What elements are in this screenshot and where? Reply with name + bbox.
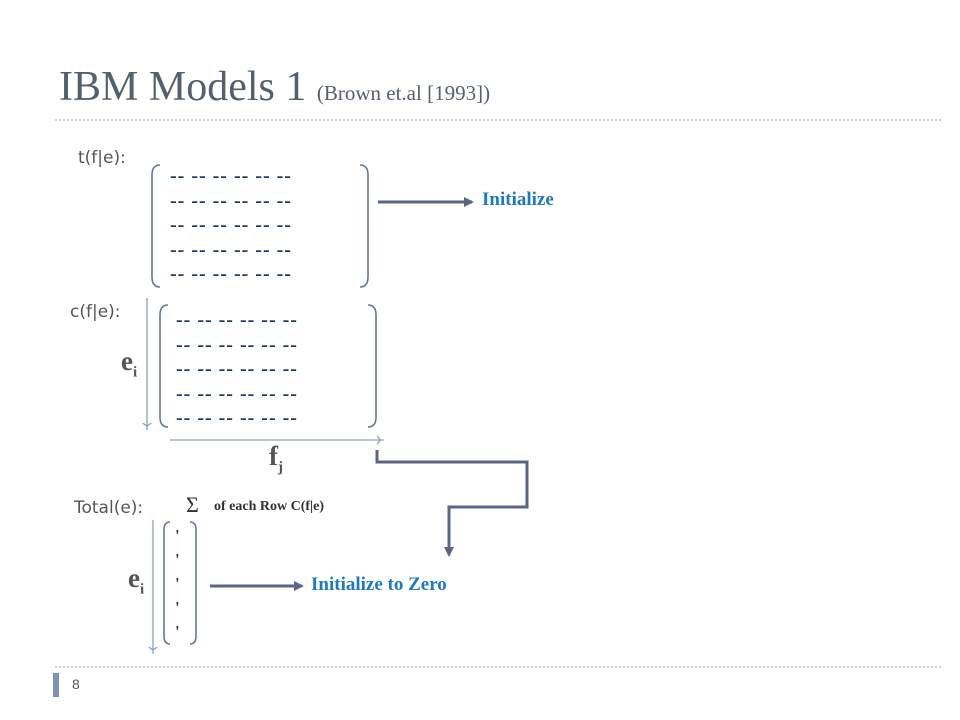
t-matrix-row: -- -- -- -- -- --: [170, 189, 292, 212]
f-letter: f: [269, 441, 278, 471]
title-citation: (Brown et.al [1993]): [316, 81, 491, 105]
total-column-mark: ': [175, 574, 180, 593]
slide-title: IBM Models 1 (Brown et.al [1993]): [59, 62, 490, 118]
title-main: IBM Models 1: [59, 64, 307, 110]
total-column-mark: ': [175, 622, 180, 641]
e-letter: e: [121, 346, 133, 376]
c-matrix-row: -- -- -- -- -- --: [176, 333, 298, 356]
page-number: 8: [72, 676, 80, 692]
total-column: ' ' ' ' ': [175, 524, 180, 644]
c-matrix: -- -- -- -- -- -- -- -- -- -- -- -- -- -…: [176, 308, 298, 431]
t-matrix-left-bracket: [151, 164, 161, 288]
total-label: Total(e):: [74, 498, 144, 518]
e-subscript: i: [132, 364, 138, 381]
t-matrix-row: -- -- -- -- -- --: [170, 238, 292, 261]
c-matrix-row: -- -- -- -- -- --: [176, 309, 298, 331]
t-matrix-right-bracket: [359, 164, 369, 288]
c-matrix-row: -- -- -- -- -- --: [176, 382, 298, 405]
t-matrix-row: -- -- -- -- -- --: [170, 214, 292, 236]
f-subscript: j: [278, 459, 283, 476]
e-letter: e: [128, 563, 140, 593]
initialize-label: Initialize: [482, 189, 554, 210]
c-matrix-left-bracket: [159, 304, 169, 428]
ei-label-c: ei: [121, 346, 137, 381]
c-matrix-row: -- -- -- -- -- --: [176, 407, 298, 429]
total-column-mark: ': [175, 598, 180, 617]
c-matrix-right-bracket: [367, 304, 377, 428]
sum-description: of each Row C(f|e): [214, 499, 324, 515]
bullet-bar: [53, 673, 59, 697]
c-matrix-row: -- -- -- -- -- --: [176, 358, 298, 380]
sigma-symbol: Σ: [186, 492, 199, 517]
initialize-zero-label: Initialize to Zero: [311, 574, 447, 595]
total-left-bracket: [163, 521, 171, 645]
t-matrix-row: -- -- -- -- -- --: [170, 263, 292, 285]
t-matrix-label: t(f|e):: [78, 148, 126, 168]
sum-description-text: of each Row: [214, 499, 288, 514]
sum-description-fn: C(f|e): [290, 499, 325, 514]
t-matrix: -- -- -- -- -- -- -- -- -- -- -- -- -- -…: [170, 164, 292, 287]
t-matrix-row: -- -- -- -- -- --: [170, 165, 292, 187]
total-right-bracket: [189, 521, 197, 645]
fj-label: fj: [269, 441, 283, 476]
ei-label-total: ei: [128, 563, 144, 598]
total-column-mark: ': [175, 526, 180, 545]
total-column-mark: ': [175, 550, 180, 569]
e-subscript: i: [139, 581, 145, 598]
c-matrix-label: c(f|e):: [70, 302, 121, 322]
elbow-connector: [375, 450, 529, 557]
